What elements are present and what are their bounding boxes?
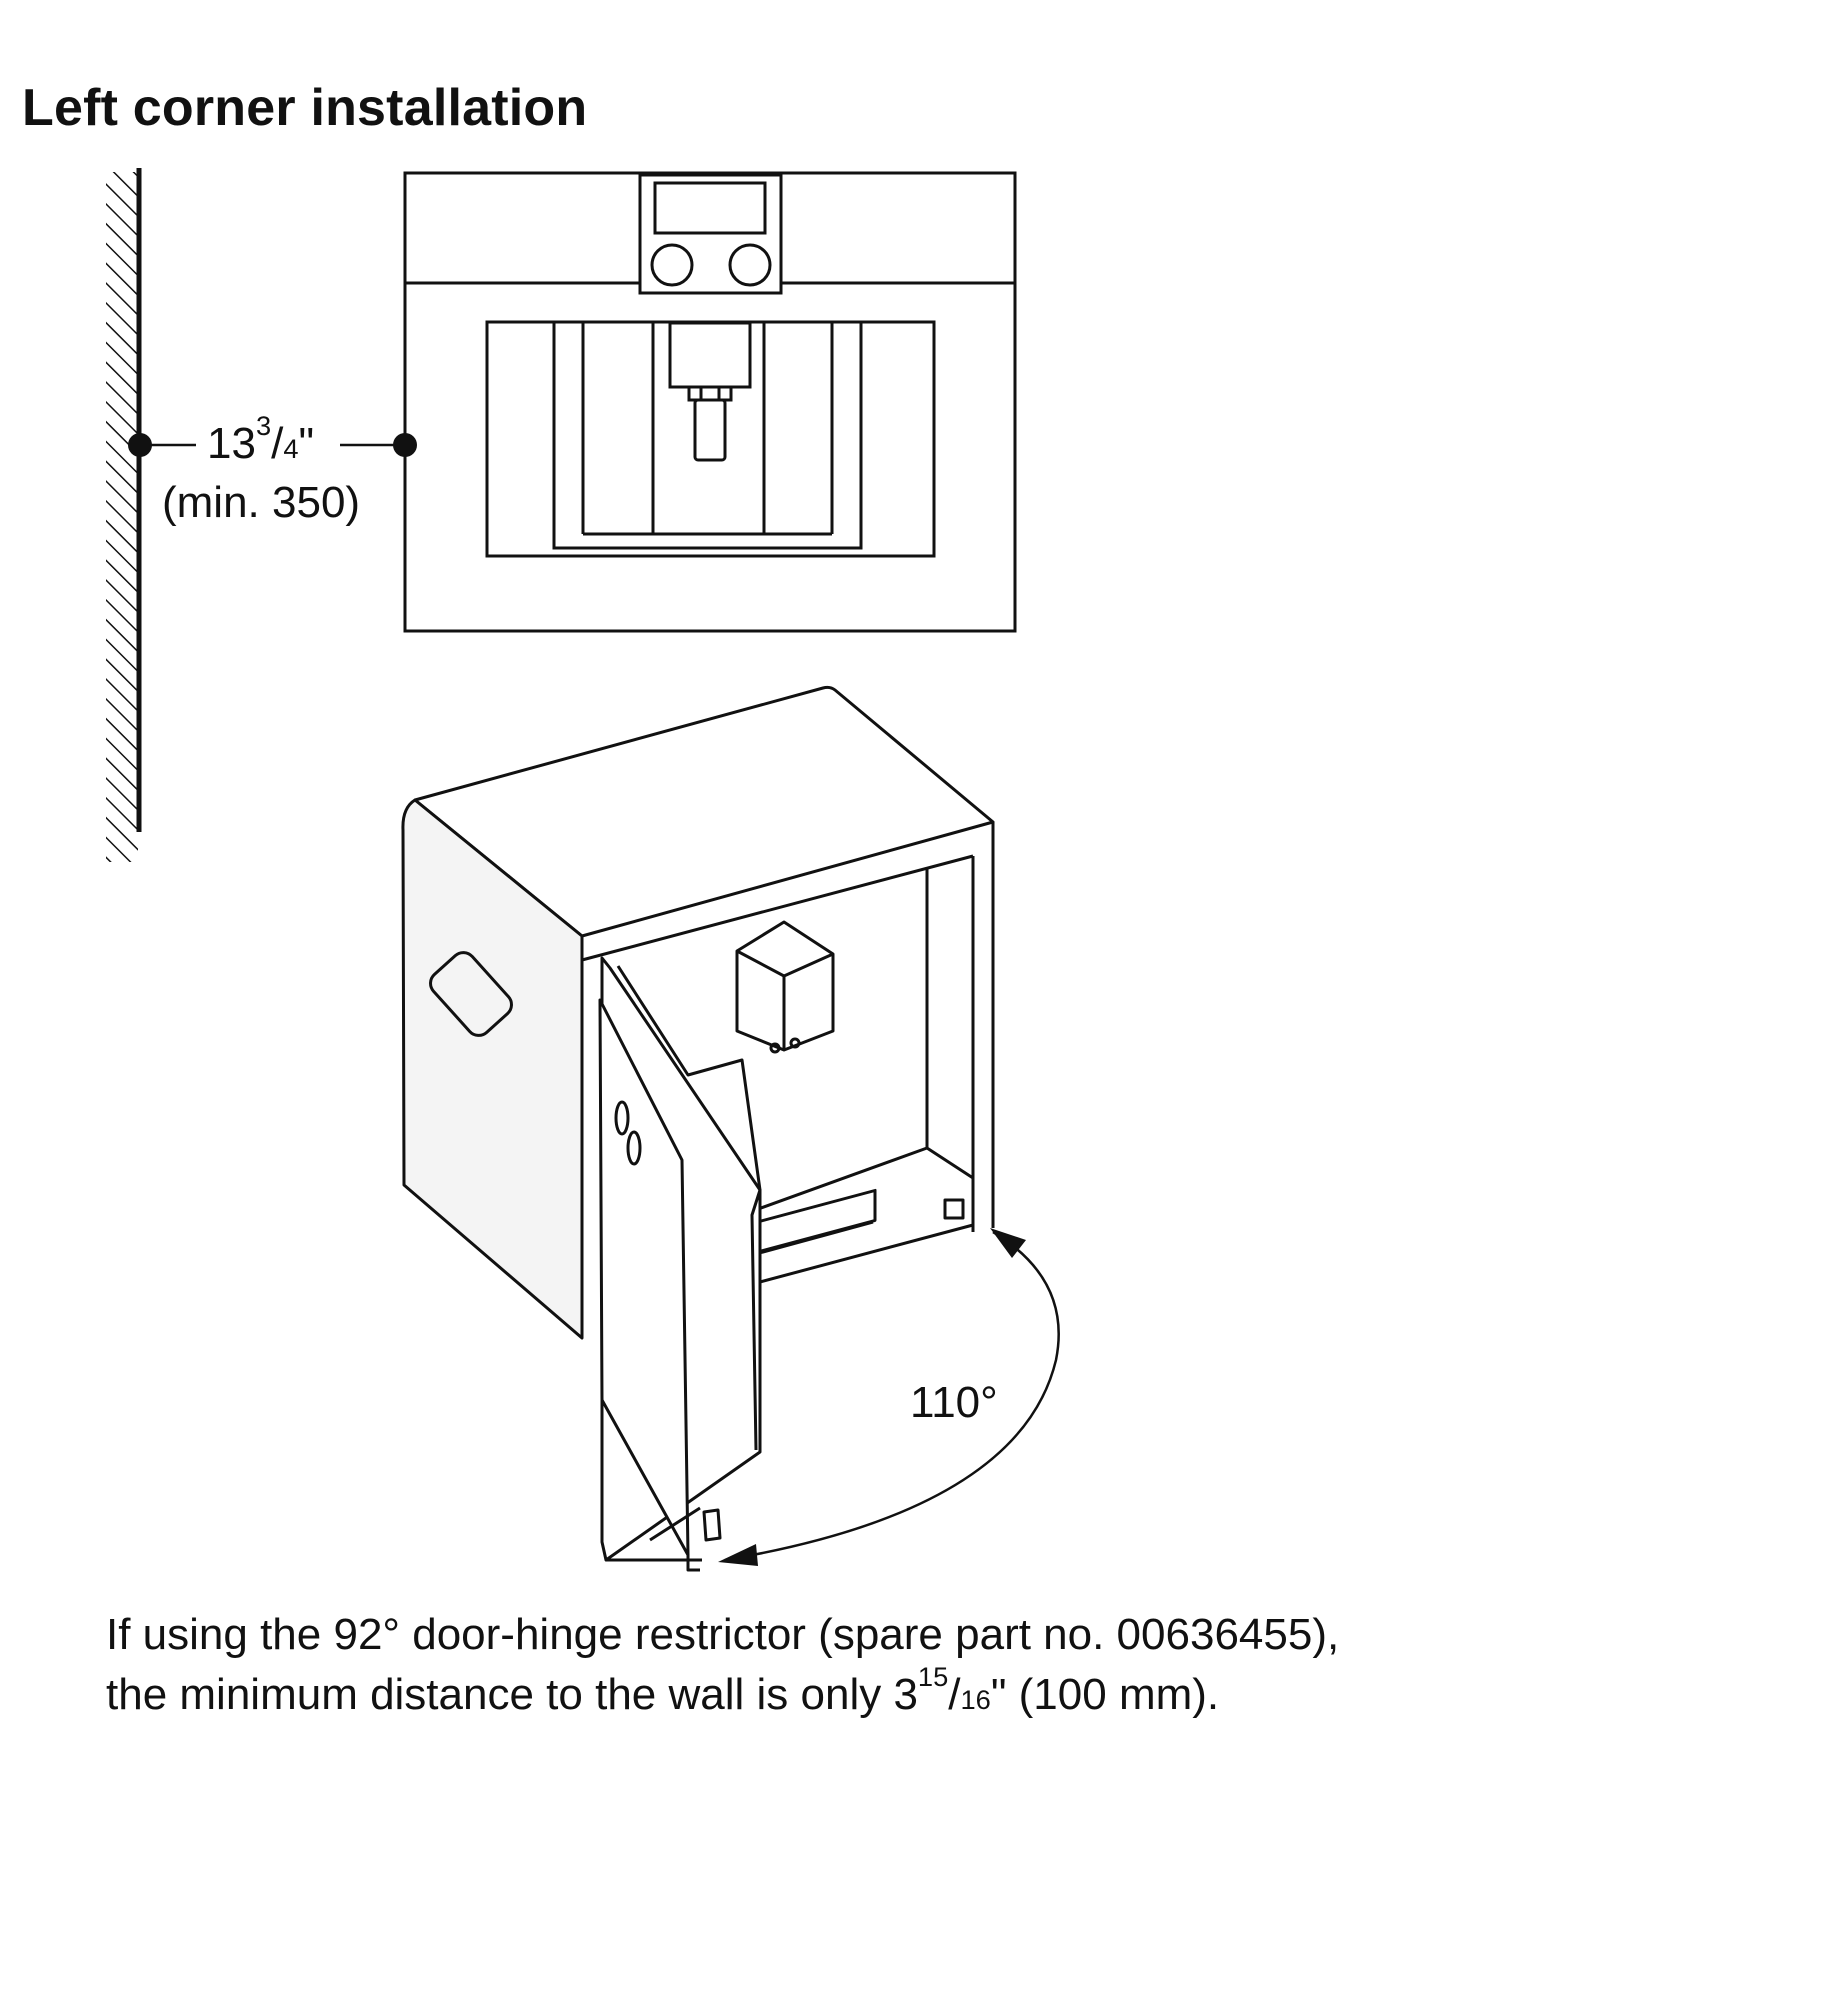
arc-arrowhead-top bbox=[990, 1228, 1026, 1258]
appliance-isometric-view bbox=[401, 685, 995, 1572]
appliance-front-view bbox=[403, 171, 1017, 633]
door-angle-label: 110° bbox=[910, 1378, 998, 1427]
note-line-2: the minimum distance to the wall is only… bbox=[106, 1660, 1220, 1719]
distance-imperial-label: 133/4" bbox=[207, 409, 315, 468]
door-swing-arc bbox=[724, 1230, 1060, 1562]
distance-metric-label: (min. 350) bbox=[162, 478, 361, 527]
wall bbox=[106, 168, 142, 862]
installation-note: If using the 92° door-hinge restrictor (… bbox=[106, 1605, 1339, 1730]
note-line-1: If using the 92° door-hinge restrictor (… bbox=[106, 1610, 1340, 1659]
arc-arrowhead-bottom bbox=[718, 1544, 758, 1566]
page-title: Left corner installation bbox=[22, 79, 588, 137]
